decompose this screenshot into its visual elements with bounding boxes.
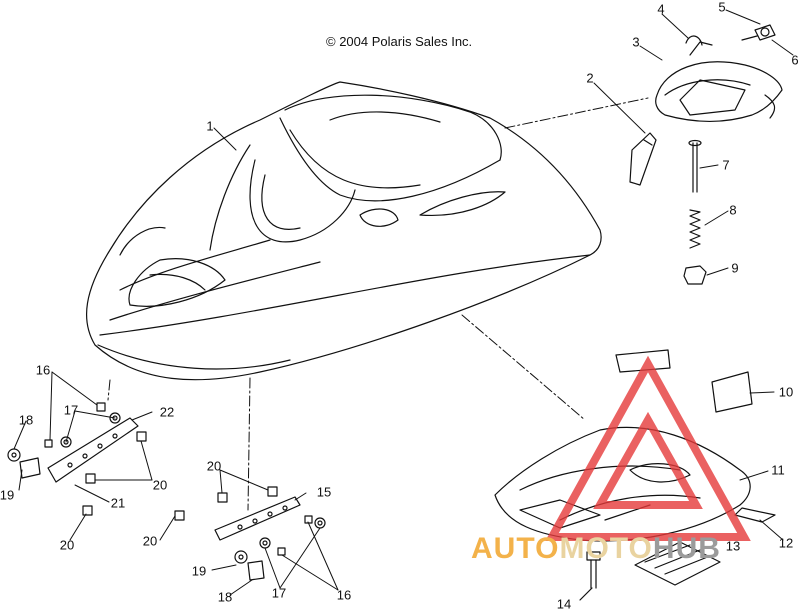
callout-15: 15 — [316, 484, 332, 500]
watermark-text: AUTOMOTOHUB — [471, 532, 721, 566]
callout-22: 22 — [159, 404, 175, 420]
callout-18-left: 18 — [18, 412, 34, 428]
callout-19-left: 19 — [0, 487, 15, 503]
callout-16-right: 16 — [336, 587, 352, 603]
callout-8: 8 — [729, 202, 737, 218]
watermark-moto: MOTO — [559, 532, 653, 565]
callout-11: 11 — [771, 462, 785, 478]
callout-21: 21 — [110, 495, 126, 511]
callout-5: 5 — [718, 0, 726, 15]
callout-17-right: 17 — [271, 585, 287, 601]
hood-part — [85, 81, 602, 381]
net-pocket-part — [634, 541, 721, 586]
callout-20-bottom-left: 20 — [59, 537, 75, 553]
callout-13: 13 — [725, 538, 741, 554]
callout-3: 3 — [632, 34, 640, 50]
callout-6: 6 — [791, 52, 799, 68]
copyright-notice: © 2004 Polaris Sales Inc. — [326, 34, 473, 49]
watermark-hub: HUB — [652, 532, 721, 565]
callout-20-bracket-left: 20 — [152, 477, 168, 493]
callout-16-left: 16 — [35, 362, 51, 378]
callout-14: 14 — [556, 596, 572, 612]
watermark-auto: AUTO — [471, 532, 560, 565]
callout-20-bracket-right: 20 — [206, 458, 222, 474]
callout-19-right: 19 — [191, 563, 207, 579]
watermark-logo — [545, 355, 751, 541]
windshield-part — [655, 41, 783, 122]
callout-18-right: 18 — [217, 589, 233, 605]
callout-12: 12 — [778, 535, 794, 551]
callout-10: 10 — [778, 384, 794, 400]
callout-1: 1 — [206, 118, 214, 134]
callout-4: 4 — [657, 1, 665, 17]
callout-20-lower: 20 — [142, 533, 158, 549]
bracket-part-15 — [214, 496, 301, 541]
callout-7: 7 — [722, 157, 730, 173]
callout-17-left: 17 — [63, 402, 79, 418]
callout-2: 2 — [586, 70, 594, 86]
bracket-part-22 — [47, 417, 139, 483]
callout-9: 9 — [731, 260, 739, 276]
